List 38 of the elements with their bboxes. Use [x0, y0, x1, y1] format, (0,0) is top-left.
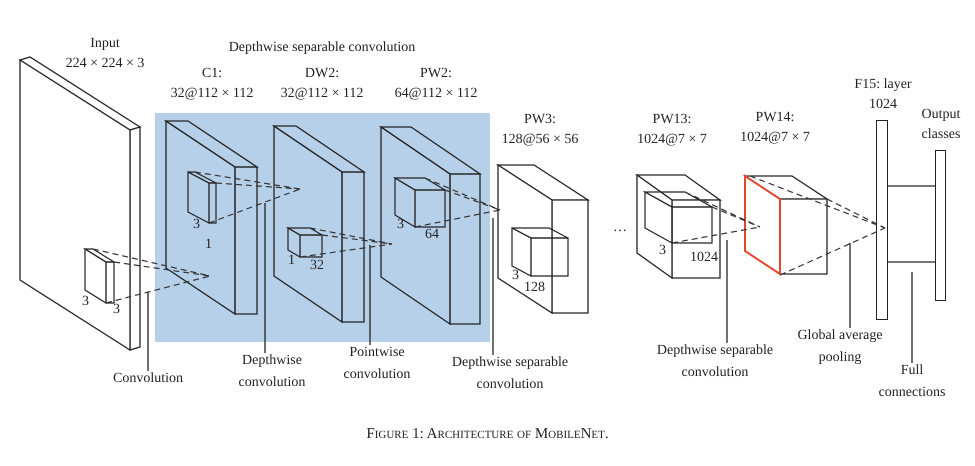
dimension-label: 3 [659, 243, 666, 259]
annotation-label: Pointwise convolution [333, 342, 421, 386]
dimension-label: 3 [113, 302, 120, 318]
leader-line [911, 272, 913, 363]
dimension-label: 3 [82, 294, 89, 310]
leader-line [492, 218, 494, 355]
layer-label: PW3: 128@56 × 56 [500, 111, 580, 149]
figure-caption: Figure 1: Architecture of MobileNet. [366, 426, 609, 442]
layer-label: PW14: 1024@7 × 7 [739, 109, 811, 147]
annotation-label: Depthwise separable convolution [440, 352, 580, 396]
layer-label: Depthwise separable convolution [228, 39, 416, 57]
layer-label: DW2: 32@112 × 112 [280, 65, 364, 103]
leader-line [147, 292, 149, 371]
dimension-label: 32 [310, 258, 324, 274]
annotation-label: Convolution [98, 368, 198, 390]
layer-label: Output classes [920, 106, 962, 144]
dimension-label: 1024 [690, 250, 718, 266]
dimension-label: 1 [205, 237, 212, 253]
layer-label: F15: layer 1024 [853, 76, 913, 114]
dimension-label: 3 [397, 217, 404, 233]
connection-line [888, 261, 935, 263]
layer-label: PW13: 1024@7 × 7 [636, 111, 708, 149]
connection-line [888, 185, 935, 187]
dimension-label: 3 [193, 217, 200, 233]
layer-label: PW2: 64@112 × 112 [394, 65, 478, 103]
leader-line [726, 240, 728, 343]
leader-line [849, 243, 851, 328]
layer-label: Input 224 × 224 × 3 [64, 35, 146, 73]
leader-line [369, 245, 371, 345]
dimension-label: 128 [524, 280, 545, 296]
dimension-label: 3 [512, 268, 519, 284]
dimension-label: 64 [425, 227, 439, 243]
annotation-label: Depthwise separable convolution [645, 340, 785, 384]
layer-label: C1: 32@112 × 112 [170, 65, 254, 103]
annotation-label: Depthwise convolution [228, 350, 316, 394]
leader-line [264, 203, 266, 353]
dimension-label: … [613, 220, 627, 236]
dimension-label: 1 [288, 253, 295, 269]
